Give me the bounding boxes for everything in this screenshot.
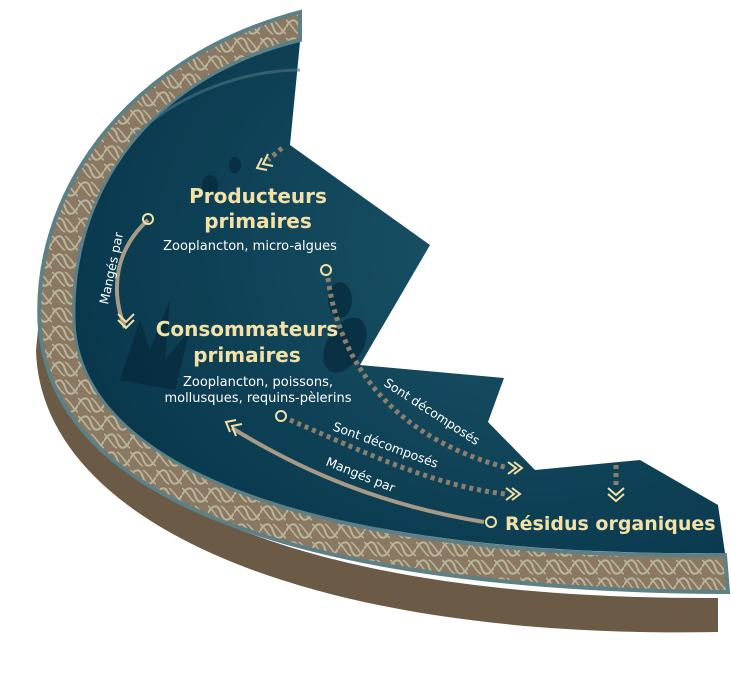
- node-residues-title: Résidus organiques: [505, 513, 716, 535]
- chevron-right-icon: [507, 461, 524, 475]
- chevron-icon: [255, 153, 274, 171]
- start-dot: [275, 410, 287, 422]
- consumers-subtitle-line1: Zooplancton, poissons,: [183, 375, 333, 390]
- chevron-left-icon: [224, 419, 243, 437]
- start-dot: [142, 213, 154, 225]
- producers-title-line2: primaires: [204, 209, 312, 233]
- consumers-title-line1: Consommateurs: [156, 317, 339, 341]
- chevron-down-icon: [117, 313, 135, 330]
- arrow-decomposed-2: [275, 410, 522, 501]
- arrow-eaten-by-2: [224, 419, 497, 528]
- producers-subtitle: Zooplancton, micro-algues: [163, 239, 337, 254]
- light-ray: [128, 68, 301, 142]
- sediment-band: [37, 9, 731, 595]
- node-consumers: Consommateurs primaires Zooplancton, poi…: [156, 317, 352, 406]
- start-dot: [485, 516, 497, 528]
- arrow-decomposed-1: [320, 264, 524, 475]
- producers-title-line1: Producteurs: [189, 184, 327, 208]
- arrow-down-residues: [607, 465, 625, 503]
- node-producers: Producteurs primaires Zooplancton, micro…: [163, 184, 337, 254]
- arrow-eaten-by-1: [114, 213, 154, 330]
- chevron-right-icon: [505, 487, 522, 501]
- chevron-down-icon: [607, 487, 625, 503]
- arrow-top-in: [255, 146, 284, 171]
- consumers-title-line2: primaires: [193, 343, 301, 367]
- sea-life-silhouettes: [120, 157, 367, 390]
- ground-side: [36, 310, 718, 633]
- start-dot: [320, 264, 332, 276]
- consumers-subtitle-line2: mollusques, requins-pèlerins: [164, 391, 351, 406]
